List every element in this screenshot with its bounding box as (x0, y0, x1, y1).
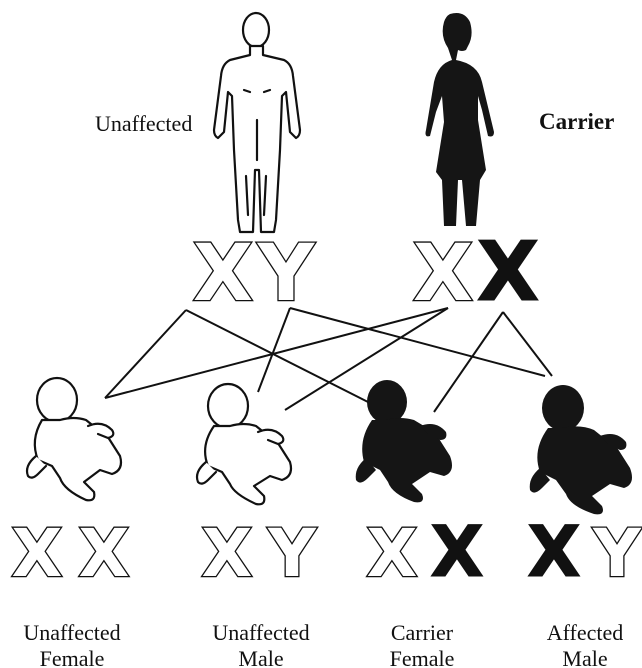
father-label: Unaffected (95, 111, 192, 136)
child-1-caption-line2: Female (40, 646, 105, 668)
mother-figure (426, 13, 495, 226)
child-2-figure (197, 384, 291, 504)
child-1-caption-line1: Unaffected (23, 620, 120, 645)
inheritance-lines (105, 308, 552, 412)
child-3-chromosome-2: X (430, 511, 484, 593)
child-4-caption-line2: Male (562, 646, 607, 668)
mother-chromosome-2: X (476, 225, 539, 320)
father-chromosome-1: X (193, 229, 253, 319)
child-4-chromosome-1: X (527, 511, 581, 593)
child-3-caption-line1: Carrier (391, 620, 454, 645)
child-2-caption-line2: Male (238, 646, 283, 668)
child-3-figure (356, 380, 452, 502)
child-4-caption-line1: Affected (547, 620, 624, 645)
child-3-caption-line2: Female (390, 646, 455, 668)
father-chromosome-2: Y (257, 229, 316, 319)
line-father-x-to-child-1 (105, 310, 186, 398)
line-mother-x-to-child-2 (285, 308, 448, 410)
mother-label: Carrier (539, 109, 614, 134)
child-4-figure (530, 385, 632, 514)
father-figure (214, 13, 300, 232)
child-1-chromosome-2: X (79, 515, 130, 592)
child-2-chromosome-1: X (202, 515, 253, 592)
child-2-chromosome-2: Y (267, 515, 317, 592)
child-4-chromosome-2: Y (592, 515, 642, 592)
line-father-x-to-child-3 (186, 310, 368, 402)
child-2-caption-line1: Unaffected (212, 620, 309, 645)
child-1-chromosome-1: X (12, 515, 63, 592)
child-3-chromosome-1: X (367, 515, 418, 592)
mother-chromosome-1: X (413, 229, 473, 319)
